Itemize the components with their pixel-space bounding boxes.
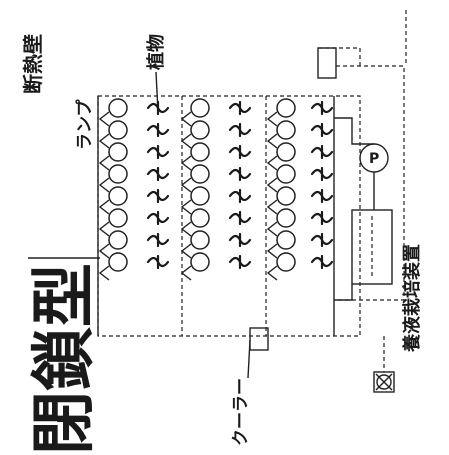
cooler-leader	[247, 339, 251, 379]
lamp-bulb	[276, 186, 296, 206]
plant	[228, 166, 252, 182]
lamp-reflector	[98, 133, 110, 149]
lamp-bulb	[276, 208, 296, 228]
lamp-bulb	[276, 142, 296, 162]
lamp-reflector	[98, 111, 110, 127]
lamp-bulb	[276, 120, 296, 140]
plant	[228, 144, 252, 160]
lamp-bulb	[190, 186, 210, 206]
plants-label: 植物	[145, 34, 167, 70]
plant	[310, 166, 334, 182]
plant	[310, 254, 334, 270]
insulation-wall-label: 断熱壁	[21, 34, 45, 94]
lamp-reflector	[98, 177, 110, 193]
valve-ring	[376, 374, 392, 390]
plant	[146, 144, 170, 160]
pump-label: P	[369, 151, 379, 167]
lamp-reflector	[266, 133, 278, 149]
lamp-reflector	[180, 177, 192, 193]
top-connector	[318, 47, 361, 66]
lamp-label: ランプ	[74, 99, 95, 150]
lamp-reflector	[180, 155, 192, 171]
lamp-reflector	[180, 133, 192, 149]
nutrient-tank	[351, 209, 393, 285]
plant-array	[146, 100, 334, 270]
plant	[146, 232, 170, 248]
cooler-box	[249, 327, 269, 351]
lamp-reflector	[266, 265, 278, 281]
lamp-bulb	[190, 98, 210, 118]
plant	[310, 210, 334, 226]
plant	[310, 122, 334, 138]
lamp-bulb	[190, 142, 210, 162]
lamp-reflector	[180, 243, 192, 259]
lamp-reflector	[266, 199, 278, 215]
lamp-reflector	[266, 111, 278, 127]
plant	[146, 254, 170, 270]
lamp-bulb	[108, 186, 128, 206]
plant	[228, 254, 252, 270]
plant	[310, 144, 334, 160]
lamp-reflector	[98, 199, 110, 215]
lamp-bulb	[276, 164, 296, 184]
plant	[146, 210, 170, 226]
lamp-bulb	[108, 98, 128, 118]
lamp-reflector	[266, 221, 278, 237]
plant	[228, 122, 252, 138]
title-fragment: 閉鎖型	[28, 263, 102, 455]
lamp-reflector	[180, 111, 192, 127]
plant	[146, 100, 170, 116]
plant	[146, 188, 170, 204]
lamp-reflector	[98, 243, 110, 259]
lamp-bulb	[190, 252, 210, 272]
lamp-bulb	[190, 120, 210, 140]
lamp-reflector	[180, 199, 192, 215]
lamp-reflector	[266, 155, 278, 171]
plant	[310, 232, 334, 248]
lamp-bulb	[108, 164, 128, 184]
lamp-reflector	[180, 265, 192, 281]
lamp-bulb	[190, 164, 210, 184]
plant	[228, 232, 252, 248]
drain-pipe	[334, 284, 353, 301]
lamp-bulb	[276, 230, 296, 250]
supply-pipe	[334, 117, 374, 145]
lamp-reflector	[266, 177, 278, 193]
lamp-bulb	[190, 208, 210, 228]
lamp-reflector	[266, 243, 278, 259]
plant	[146, 166, 170, 182]
plant	[228, 188, 252, 204]
lamp-bulb	[108, 252, 128, 272]
lamp-reflector	[98, 155, 110, 171]
lamp-bulb	[276, 98, 296, 118]
lamp-bulb	[190, 230, 210, 250]
lamp-array	[98, 98, 296, 281]
plant	[228, 100, 252, 116]
lamp-bulb	[108, 120, 128, 140]
plant	[228, 210, 252, 226]
lamp-reflector	[180, 221, 192, 237]
lamp-bulb	[108, 142, 128, 162]
lamp-bulb	[108, 208, 128, 228]
top-fitting	[317, 47, 337, 79]
lamp-reflector	[98, 221, 110, 237]
hydroponic-device-label: 養液栽培装置	[401, 244, 423, 353]
plant	[310, 100, 334, 116]
lamp-bulb	[276, 252, 296, 272]
lamp-bulb	[108, 230, 128, 250]
cooler-label: クーラー	[231, 378, 251, 446]
plant	[146, 122, 170, 138]
lamp-reflector	[98, 265, 110, 281]
plant	[310, 188, 334, 204]
hydroponic-frame	[336, 65, 405, 301]
